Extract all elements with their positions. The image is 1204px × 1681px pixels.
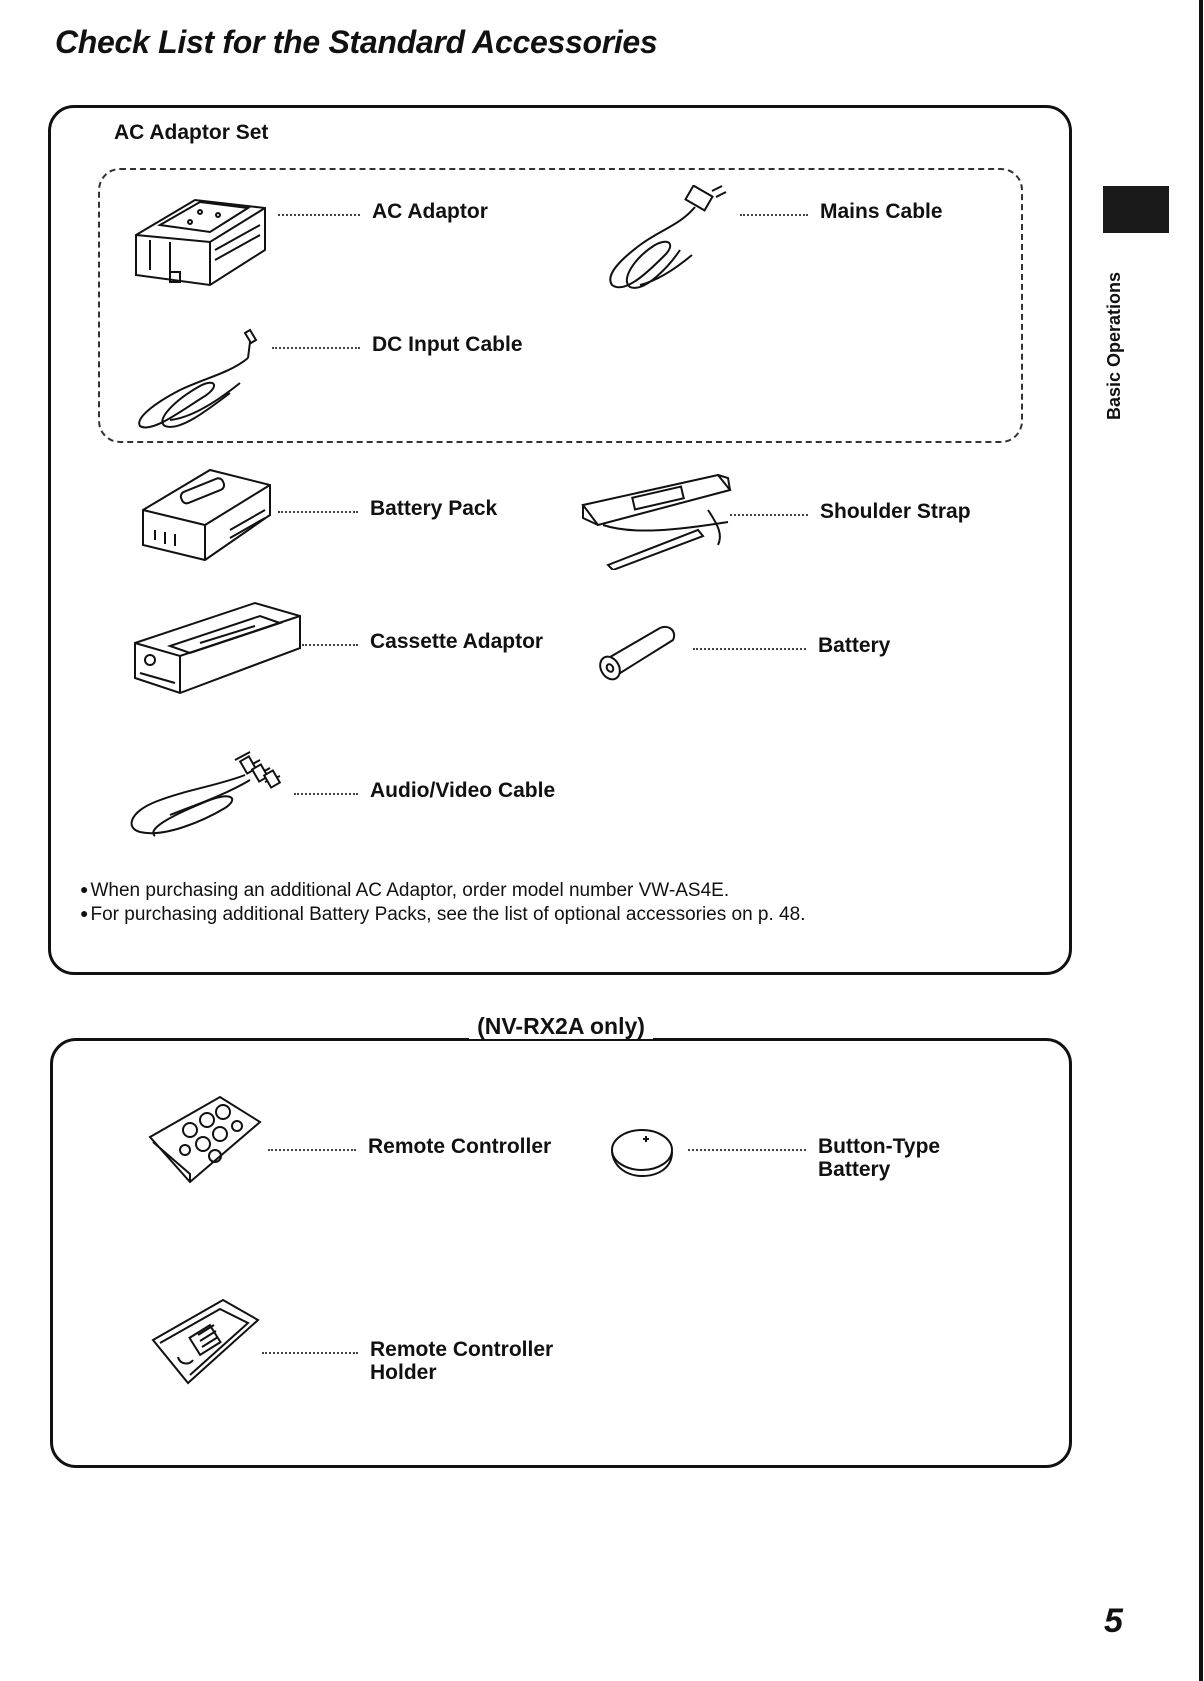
item-label-line2: Battery [818,1158,891,1181]
page-edge-rule [1199,0,1203,1681]
shoulder-strap-illustration [578,470,738,570]
item-label: DC Input Cable [372,333,523,356]
av-cable-illustration [125,750,295,840]
remote-controller-illustration [145,1092,265,1187]
item-label-line1: Remote Controller [370,1338,554,1361]
item-label: Mains Cable [820,200,943,223]
leader-dots [278,214,360,216]
section-side-label: Basic Operations [1104,271,1124,420]
item-label: Shoulder Strap [820,500,971,523]
item-battery: Battery [693,634,890,657]
item-remote-controller: Remote Controller [268,1135,551,1158]
page-title: Check List for the Standard Accessories [55,24,658,60]
item-av-cable: Audio/Video Cable [294,779,555,802]
bullet-icon: ● [80,881,89,897]
ac-adaptor-illustration [130,180,275,290]
bullet-icon: ● [80,905,89,921]
item-label: Battery [818,634,891,657]
nv-rx2a-banner: (NV-RX2A only) [53,1013,1069,1040]
item-dc-input-cable: DC Input Cable [272,333,523,356]
leader-dots [740,214,808,216]
battery-pack-illustration [135,460,275,565]
item-label-line1: Button-Type [818,1135,941,1158]
dc-input-cable-illustration [130,328,275,433]
leader-dots [688,1149,806,1151]
section-tab-marker [1103,186,1169,233]
item-label: Audio/Video Cable [370,779,556,802]
leader-dots [268,1149,356,1151]
item-label-block: Button-Type Battery [818,1135,940,1181]
cassette-adaptor-illustration [130,598,305,698]
item-button-type-battery: Button-Type Battery [688,1135,940,1181]
leader-dots [693,648,806,650]
item-label: Battery Pack [370,497,498,520]
item-battery-pack: Battery Pack [278,497,497,520]
item-label-line2: Holder [370,1361,437,1384]
note-text: For purchasing additional Battery Packs,… [90,904,806,925]
leader-dots [262,1352,358,1354]
page-number: 5 [1104,1602,1123,1640]
leader-dots [272,347,360,349]
nv-rx2a-accessories-box: (NV-RX2A only) [50,1013,1072,1468]
ac-adaptor-set-label: AC Adaptor Set [114,121,269,144]
leader-dots [278,511,358,513]
item-ac-adaptor: AC Adaptor [278,200,488,223]
leader-dots [302,644,358,646]
mains-cable-illustration [600,185,730,295]
note-ac-adaptor: ●When purchasing an additional AC Adapto… [80,880,729,902]
item-remote-controller-holder: Remote Controller Holder [262,1338,553,1384]
item-label: Cassette Adaptor [370,630,544,653]
battery-illustration [595,620,685,690]
ac-adaptor-set-group [98,168,1023,443]
leader-dots [730,514,808,516]
item-mains-cable: Mains Cable [740,200,943,223]
button-battery-illustration [608,1126,678,1181]
item-label: AC Adaptor [372,200,488,223]
note-battery-packs: ●For purchasing additional Battery Packs… [80,904,805,926]
item-label: Remote Controller [368,1135,552,1158]
banner-text: (NV-RX2A only) [469,1013,653,1039]
leader-dots [294,793,358,795]
remote-holder-illustration [148,1295,263,1390]
note-text: When purchasing an additional AC Adaptor… [90,880,730,901]
standard-accessories-box [48,105,1072,975]
item-label-block: Remote Controller Holder [370,1338,553,1384]
item-shoulder-strap: Shoulder Strap [730,500,971,523]
item-cassette-adaptor: Cassette Adaptor [302,630,543,653]
